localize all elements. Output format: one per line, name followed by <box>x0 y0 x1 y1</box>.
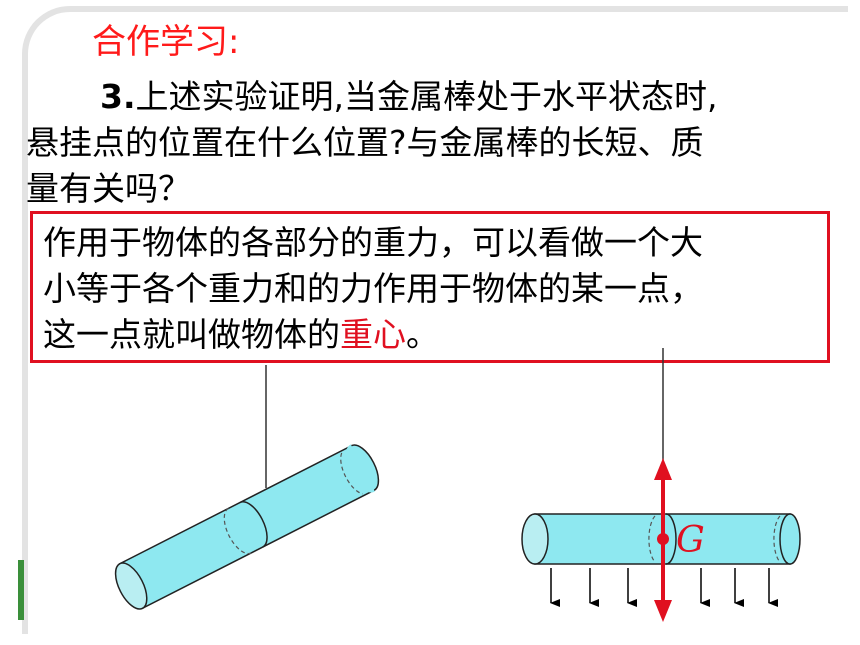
tilted-rod-figure <box>114 365 380 610</box>
force-arrow-up-head <box>654 458 672 480</box>
tilted-cylinder-body <box>118 444 376 610</box>
slide-frame <box>22 6 848 634</box>
question-text: 3.上述实验证明,当金属棒处于水平状态时, 悬挂点的位置在什么位置?与金属棒的长… <box>26 74 826 212</box>
answer-text: 作用于物体的各部分的重力，可以看做一个大 小等于各个重力和的力作用于物体的某一点… <box>43 220 823 358</box>
gravity-label: G <box>676 520 705 561</box>
center-of-gravity-point <box>657 533 669 545</box>
horizontal-rod-figure: G <box>521 348 801 622</box>
resultant-force-arrow <box>654 458 672 622</box>
answer-box: 作用于物体的各部分的重力，可以看做一个大 小等于各个重力和的力作用于物体的某一点… <box>30 211 830 363</box>
tilted-cylinder <box>114 444 380 610</box>
force-arrow-down-head <box>654 600 672 622</box>
question-number: 3. <box>100 77 136 116</box>
question-line-2: 悬挂点的位置在什么位置?与金属棒的长短、质 <box>26 123 704 162</box>
center-of-gravity-term: 重心 <box>340 315 406 354</box>
answer-line-3-prefix: 这一点就叫做物体的 <box>43 315 340 354</box>
answer-line-3-suffix: 。 <box>406 315 439 354</box>
slide-accent-bar <box>18 560 24 620</box>
horizontal-cylinder-end <box>521 513 549 565</box>
slide-title: 合作学习: <box>92 22 240 62</box>
answer-line-2: 小等于各个重力和的力作用于物体的某一点， <box>43 269 703 308</box>
answer-line-1: 作用于物体的各部分的重力，可以看做一个大 <box>43 223 703 262</box>
tilted-cylinder-end <box>114 562 148 610</box>
question-line-3: 量有关吗？ <box>26 169 191 208</box>
question-line-1: 上述实验证明,当金属棒处于水平状态时, <box>135 77 718 116</box>
distributed-gravity-arrows <box>550 568 778 607</box>
